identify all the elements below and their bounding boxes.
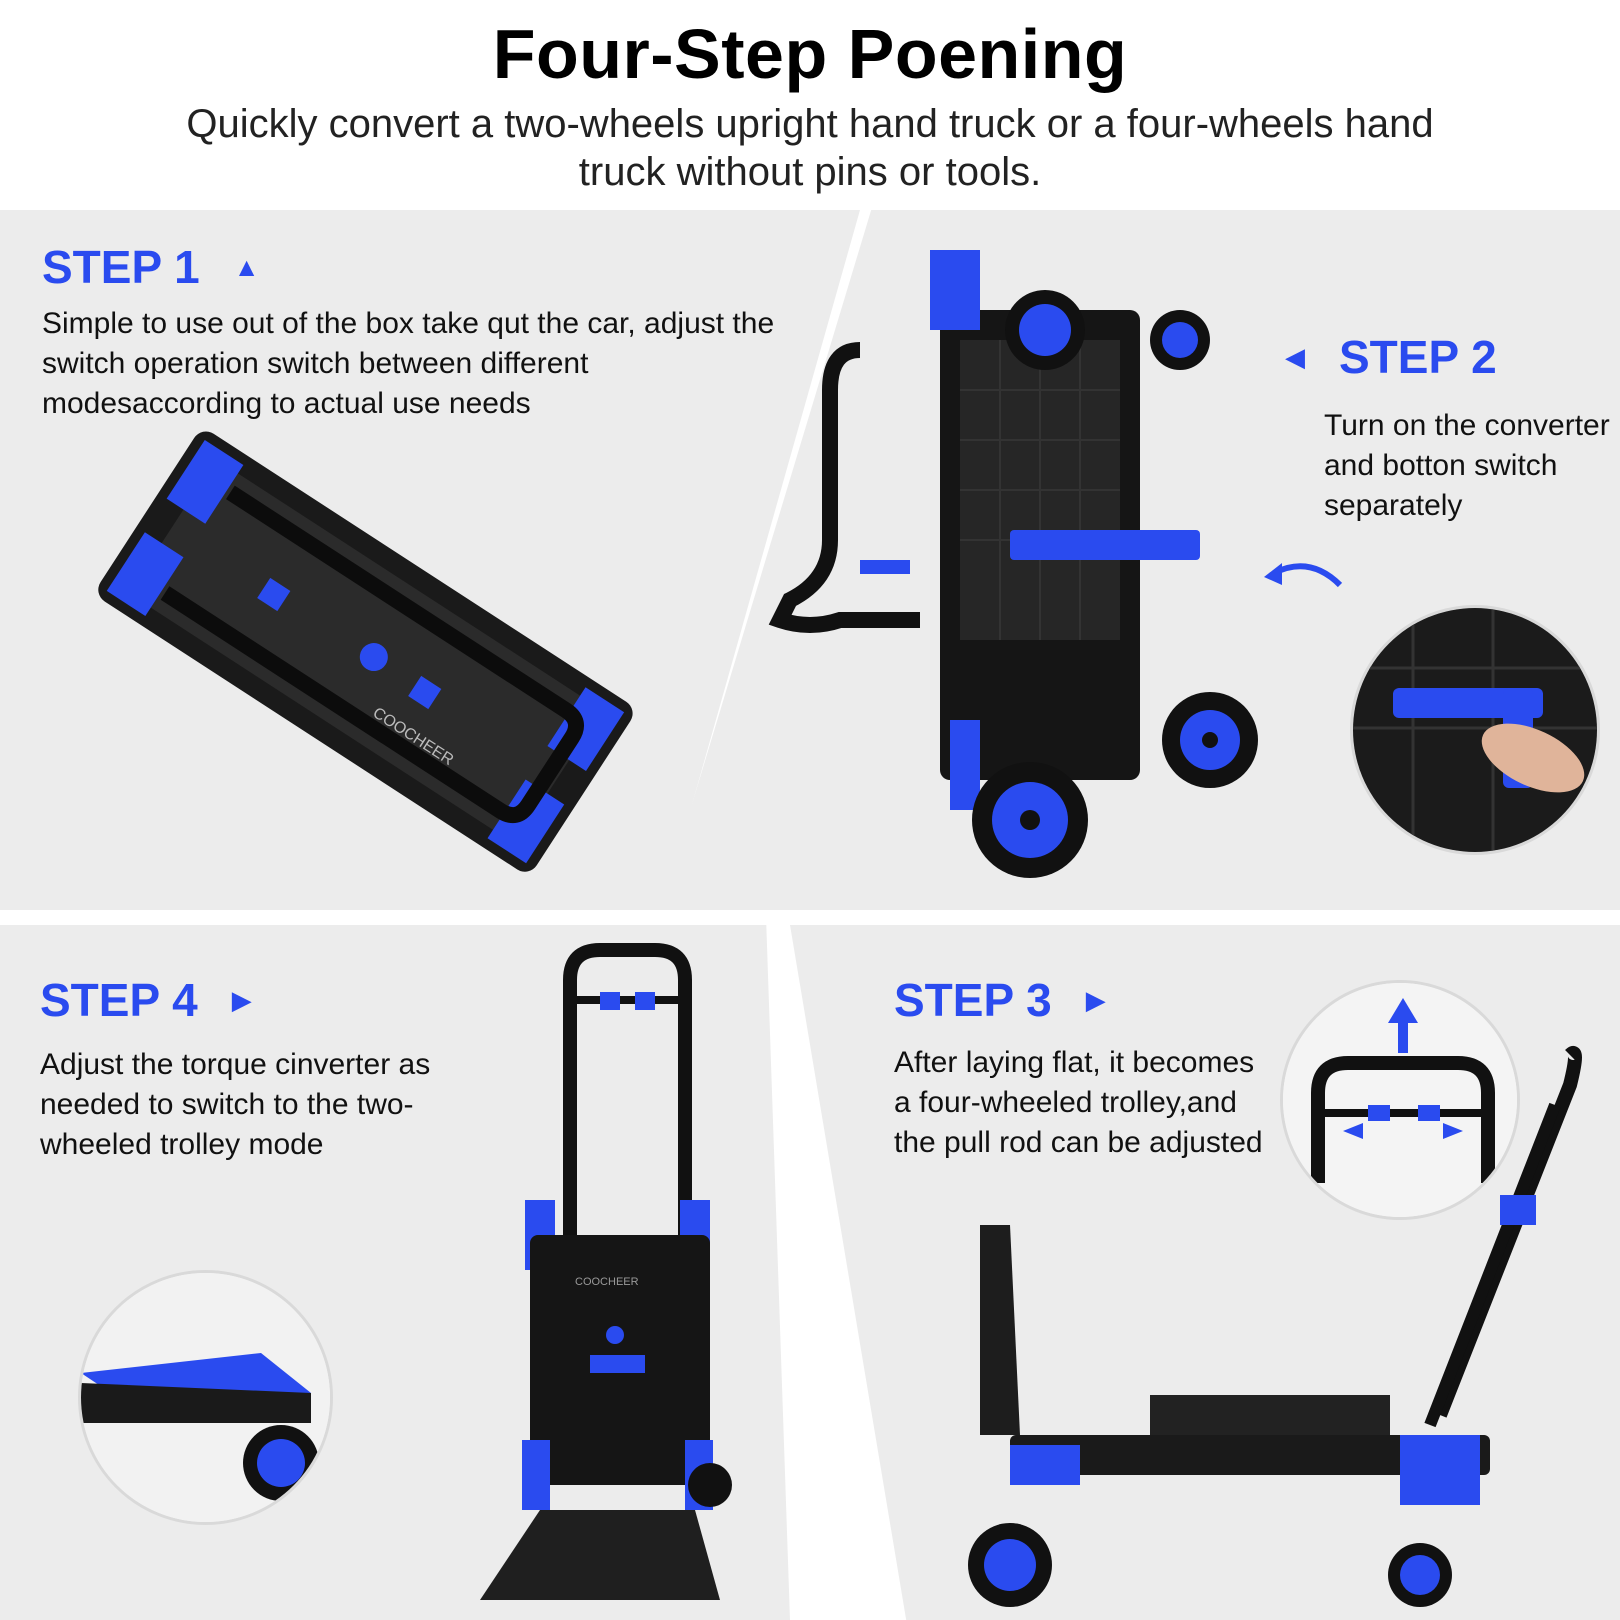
step4-description: Adjust the torque cinverter as needed to… <box>40 1048 431 1161</box>
arrow-right-icon: ▶ <box>231 984 252 1015</box>
arrow-left-icon: ◀ <box>1285 341 1305 372</box>
step3-heading: STEP 3 ▶ <box>894 973 1106 1027</box>
arrow-right-icon: ▶ <box>1085 984 1106 1015</box>
handle-closeup-image <box>1280 980 1520 1220</box>
step3-description: After laying flat, it becomes a four-whe… <box>894 1046 1263 1159</box>
step4-panel: STEP 4 ▶ Adjust the torque cinverter as … <box>0 925 790 1620</box>
step2-description: Turn on the converter and botton switch … <box>1324 409 1610 522</box>
folded-trolley-image: COOCHEER <box>98 431 633 872</box>
step3-panel: STEP 3 ▶ After laying flat, it becomes a… <box>790 925 1620 1620</box>
brand-label-upright: COOCHEER <box>575 1276 639 1288</box>
step2-label: STEP 2 <box>1339 331 1497 383</box>
upright-trolley-image <box>768 250 1258 878</box>
four-wheel-trolley-image <box>968 1046 1582 1607</box>
step3-label: STEP 3 <box>894 974 1052 1026</box>
header: Four-Step Poening Quickly convert a two-… <box>0 0 1620 210</box>
two-wheel-trolley-image: COOCHEER <box>480 943 732 1600</box>
step2-heading: ◀ STEP 2 <box>1285 330 1497 384</box>
wheel-closeup-image <box>78 1270 333 1525</box>
step1-label: STEP 1 <box>42 241 200 293</box>
curved-arrow-icon <box>1264 563 1343 588</box>
step1-heading: STEP 1 ▲ <box>42 240 259 294</box>
page-title: Four-Step Poening <box>492 15 1128 93</box>
step1-description: Simple to use out of the box take qut th… <box>42 307 775 420</box>
page-subtitle: Quickly convert a two-wheels upright han… <box>186 102 1434 194</box>
switch-closeup-image <box>1350 605 1600 855</box>
step1-panel: STEP 1 ▲ Simple to use out of the box ta… <box>0 210 860 910</box>
step4-label: STEP 4 <box>40 974 198 1026</box>
step4-heading: STEP 4 ▶ <box>40 973 252 1027</box>
arrow-up-icon: ▲ <box>233 251 260 282</box>
